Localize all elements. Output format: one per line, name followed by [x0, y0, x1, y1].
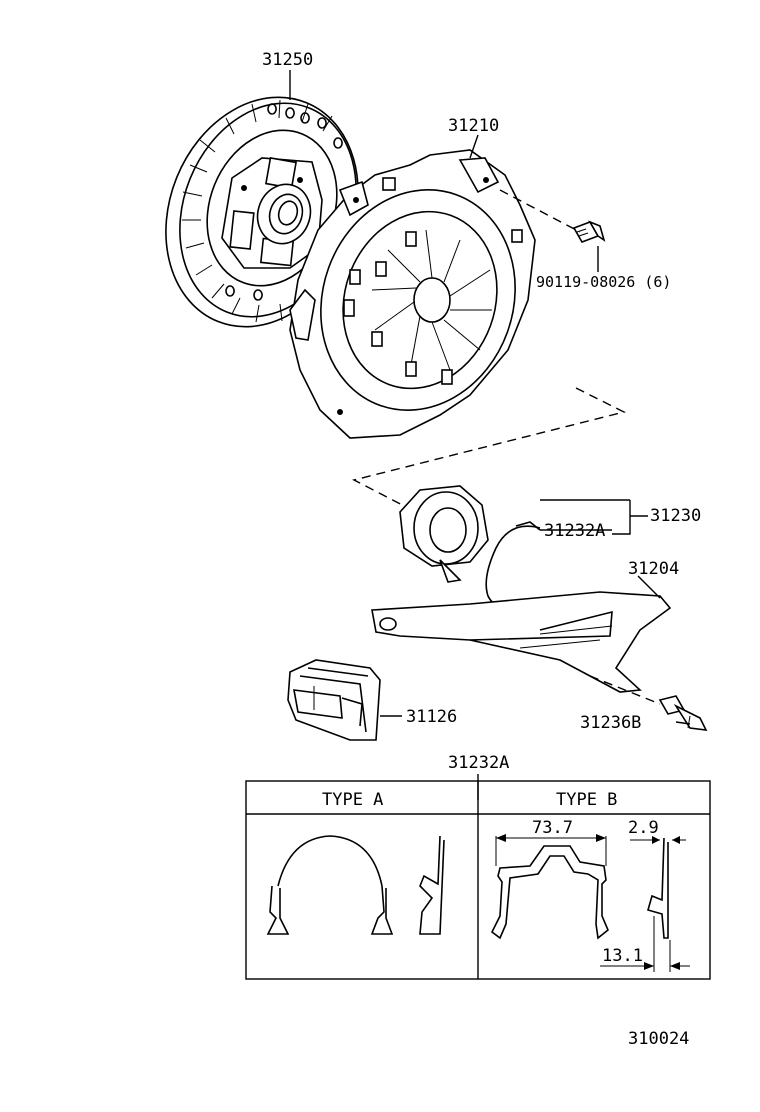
detail-table: [245, 780, 711, 980]
assembly-dash-line: [352, 387, 627, 511]
type-b-clip-front: [490, 845, 609, 940]
type-b-clip-side: [647, 837, 669, 939]
callout-boot: 31126: [406, 707, 457, 727]
fork-support-drawing: [658, 695, 708, 731]
release-fork-drawing: [371, 591, 672, 693]
callout-fork: 31204: [628, 559, 679, 579]
dim-small-lines: [630, 836, 686, 844]
illustration-number: 310024: [628, 1029, 689, 1049]
callout-fork-support: 31236B: [580, 713, 641, 733]
leader-fork: [637, 575, 661, 599]
callout-bearing-assy: 31230: [650, 506, 701, 526]
bolt-dash-line: [499, 189, 581, 233]
clutch-disc-drawing: [165, 96, 359, 328]
clutch-cover-drawing: [289, 149, 536, 439]
dim-width-lines: [495, 834, 607, 866]
release-bearing-drawing: [399, 485, 489, 583]
bracket-bearing-group: [612, 500, 631, 535]
type-a-header: TYPE A: [322, 790, 383, 810]
dim-depth-value: 13.1: [602, 946, 643, 966]
callout-clutch-disc: 31250: [262, 50, 313, 70]
dim-small-value: 2.9: [628, 818, 659, 838]
release-clip-drawing: [485, 521, 541, 606]
leader-fork-support: [675, 721, 691, 725]
bolt-drawing: [572, 220, 606, 243]
type-a-clip-side: [419, 835, 445, 935]
leader-clutch-cover: [469, 134, 479, 159]
dim-depth-lines: [600, 916, 690, 972]
dim-width-value: 73.7: [532, 818, 573, 838]
type-a-clip-front: [266, 835, 394, 935]
fork-support-dash-line: [589, 675, 661, 705]
boot-drawing: [287, 659, 381, 741]
type-b-header: TYPE B: [556, 790, 617, 810]
callout-clutch-cover: 31210: [448, 116, 499, 136]
callout-bolt: 90119-08026 (6): [536, 273, 671, 291]
detail-table-title: 31232A: [448, 753, 509, 773]
callout-clip-main: 31232A: [544, 521, 605, 541]
